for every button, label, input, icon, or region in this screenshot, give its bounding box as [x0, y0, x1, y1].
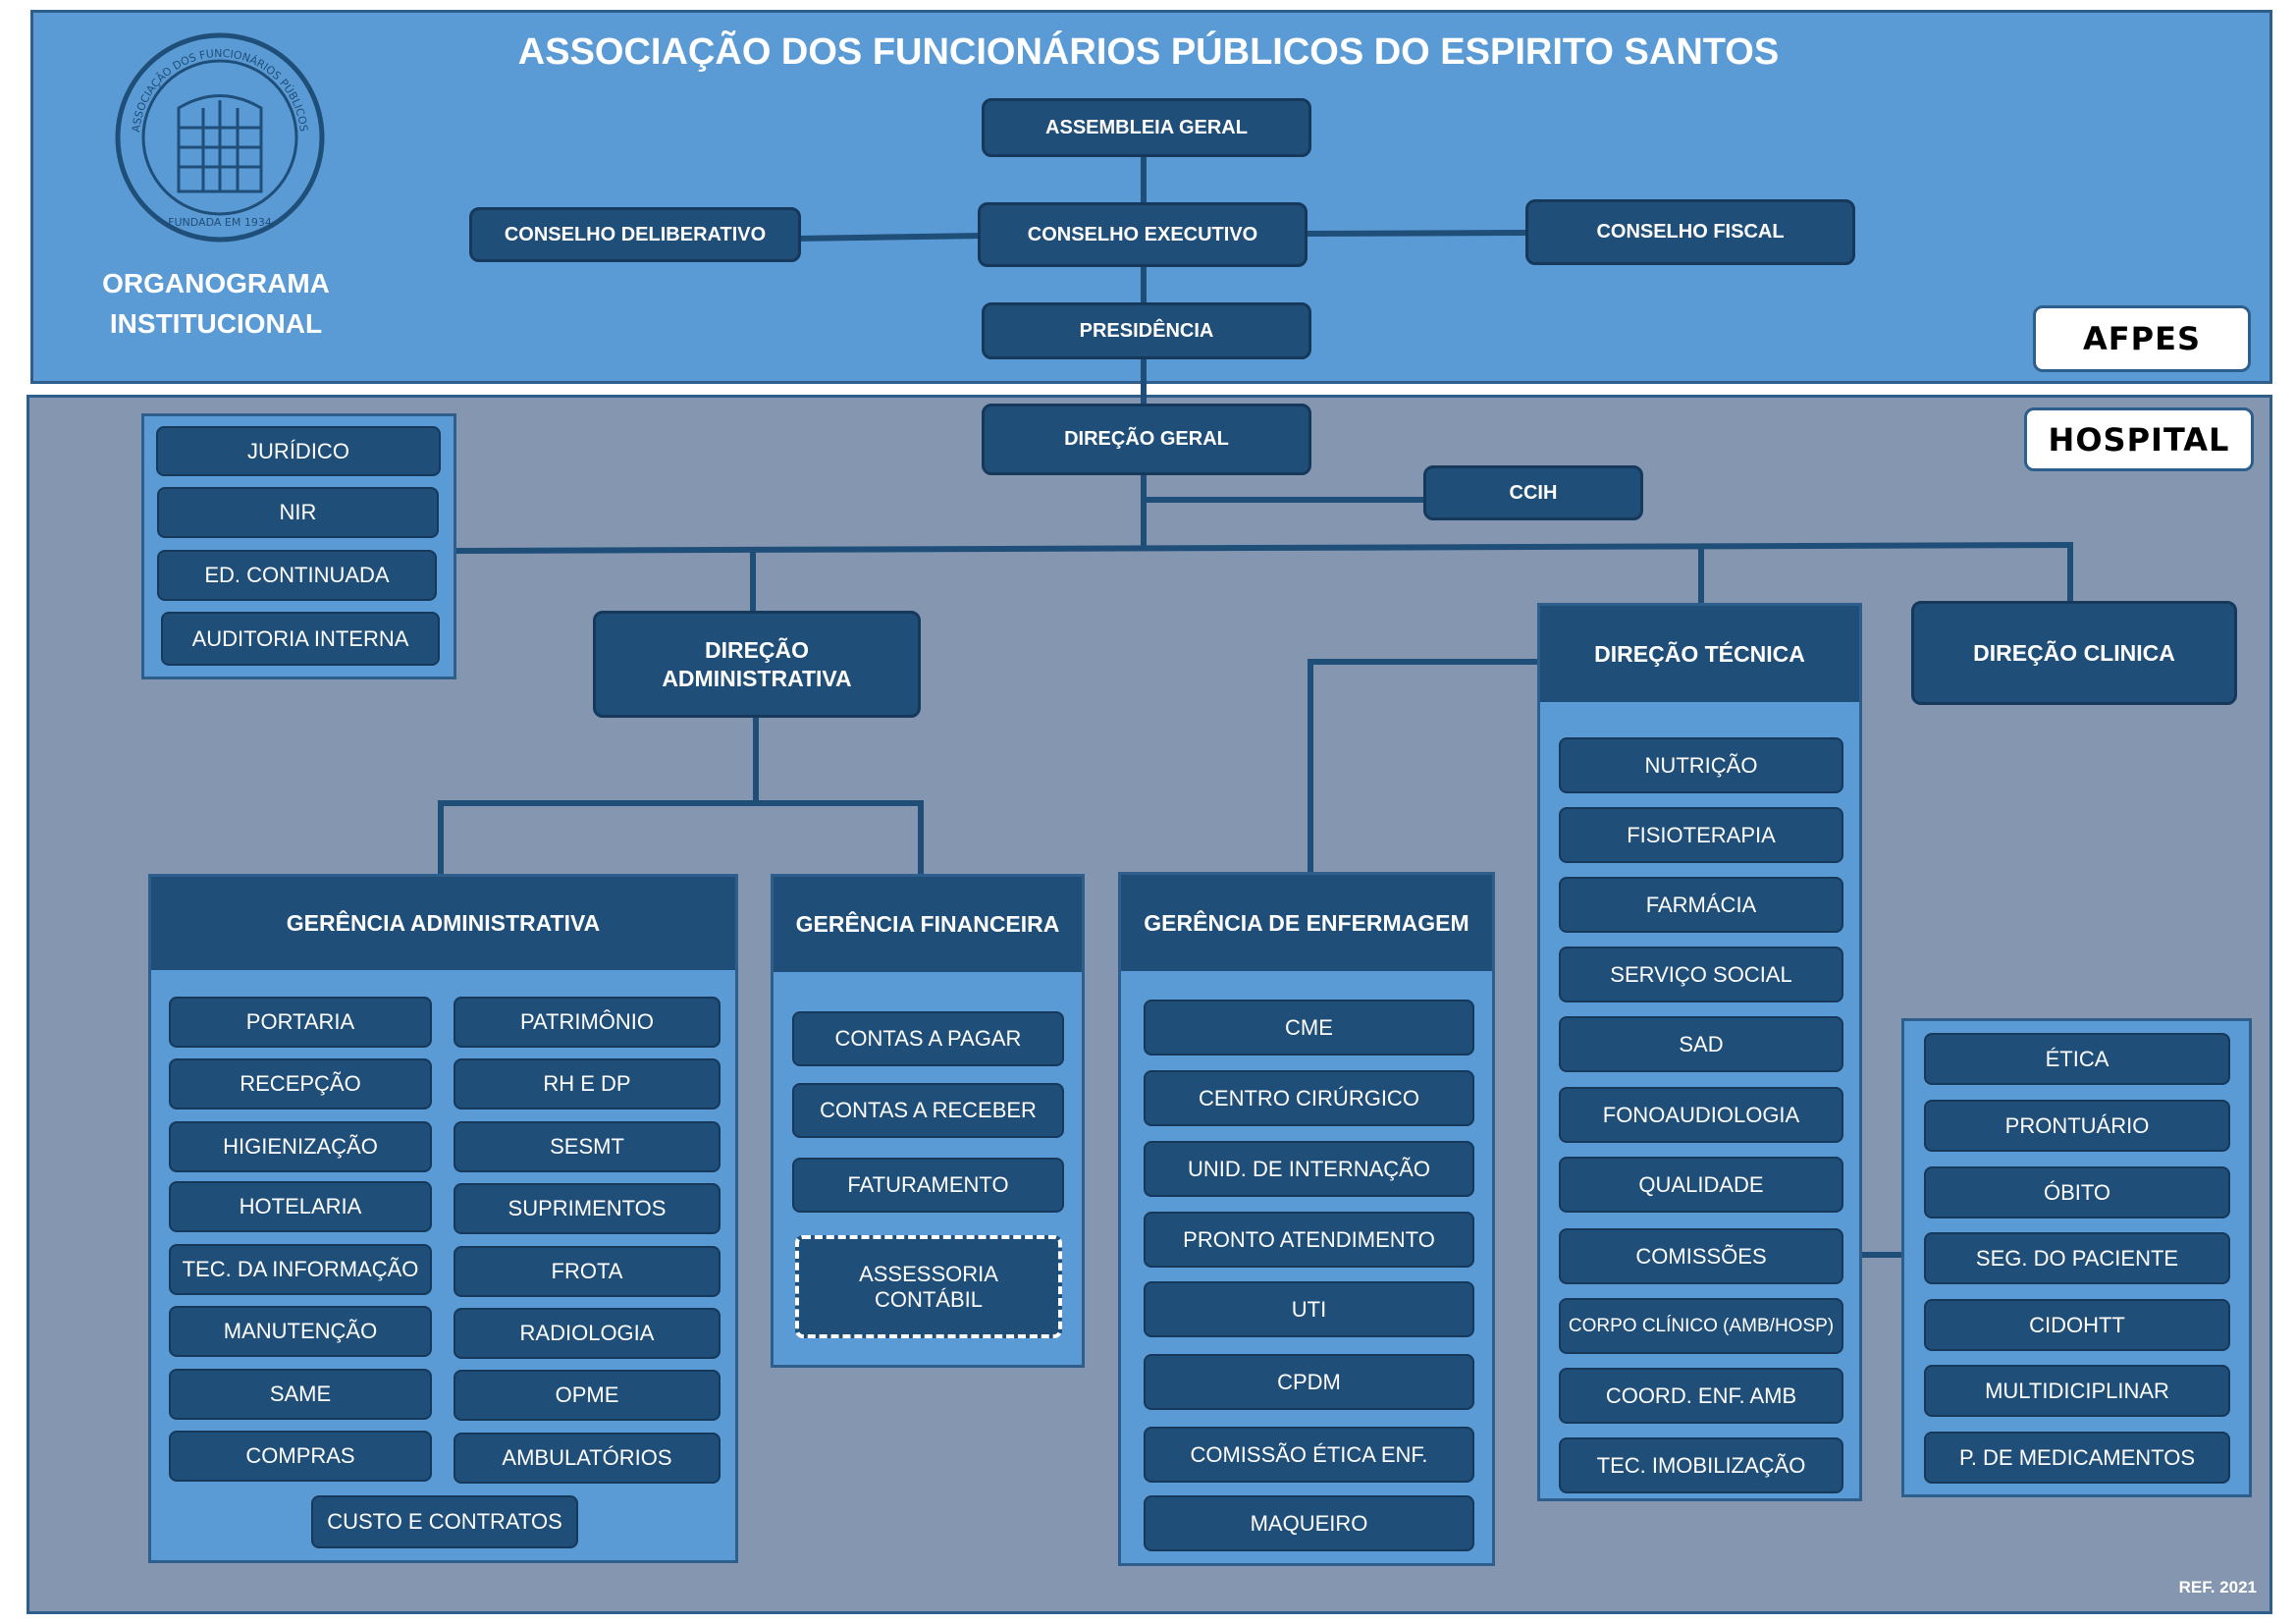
list-item: OPME	[454, 1370, 721, 1421]
list-item: RECEPÇÃO	[169, 1058, 432, 1110]
subtitle: ORGANOGRAMA INSTITUCIONAL	[59, 263, 373, 344]
list-item: FATURAMENTO	[792, 1158, 1064, 1213]
list-item: SAD	[1559, 1016, 1843, 1072]
staff-item: AUDITORIA INTERNA	[161, 612, 440, 666]
list-item: ÉTICA	[1924, 1033, 2230, 1085]
connector-line	[1302, 229, 1532, 238]
list-item: HIGIENIZAÇÃO	[169, 1121, 432, 1172]
list-item: FONOAUDIOLOGIA	[1559, 1087, 1843, 1143]
list-item: COMISSÃO ÉTICA ENF.	[1144, 1427, 1474, 1483]
staff-item: ED. CONTINUADA	[157, 550, 437, 601]
subtitle-line: ORGANOGRAMA	[102, 268, 330, 298]
list-item: SEG. DO PACIENTE	[1924, 1232, 2230, 1284]
presidencia-box: PRESIDÊNCIA	[982, 302, 1311, 359]
list-item: PATRIMÔNIO	[454, 997, 721, 1048]
direcao-tecnica-title: DIREÇÃO TÉCNICA	[1540, 606, 1859, 702]
staff-item: NIR	[157, 487, 439, 538]
conselho-executivo-box: CONSELHO EXECUTIVO	[978, 202, 1308, 267]
connector-line	[453, 541, 2074, 555]
gerencia-administrativa-group: GERÊNCIA ADMINISTRATIVA PORTARIA RECEPÇÃ…	[148, 874, 738, 1563]
conselho-deliberativo-box: CONSELHO DELIBERATIVO	[469, 207, 801, 262]
direcao-administrativa-line: ADMINISTRATIVA	[662, 665, 852, 691]
afpes-tag: AFPES	[2033, 305, 2251, 372]
list-item: SAME	[169, 1369, 432, 1420]
list-item: PORTARIA	[169, 997, 432, 1048]
list-item: P. DE MEDICAMENTOS	[1924, 1432, 2230, 1484]
list-item: TEC. DA INFORMAÇÃO	[169, 1244, 432, 1295]
assembleia-geral-box: ASSEMBLEIA GERAL	[982, 98, 1311, 157]
list-item: HOTELARIA	[169, 1181, 432, 1232]
list-item: UTI	[1144, 1281, 1474, 1337]
hospital-tag: HOSPITAL	[2024, 407, 2254, 471]
list-item: UNID. DE INTERNAÇÃO	[1144, 1141, 1474, 1197]
connector-line	[793, 232, 986, 243]
list-item: CME	[1144, 1000, 1474, 1056]
list-item: CENTRO CIRÚRGICO	[1144, 1070, 1474, 1126]
svg-text:ASSOCIAÇÃO DOS FUNCIONÁRIOS PÚ: ASSOCIAÇÃO DOS FUNCIONÁRIOS PÚBLICOS DO …	[110, 29, 310, 135]
conselho-fiscal-box: CONSELHO FISCAL	[1525, 199, 1855, 265]
list-item: MAQUEIRO	[1144, 1495, 1474, 1551]
comissoes-box: COMISSÕES	[1559, 1228, 1843, 1284]
list-item: MULTIDICIPLINAR	[1924, 1365, 2230, 1417]
list-item: PRONTO ATENDIMENTO	[1144, 1212, 1474, 1268]
list-item: RADIOLOGIA	[454, 1308, 721, 1359]
direcao-administrativa-box: DIREÇÃO ADMINISTRATIVA	[593, 611, 921, 718]
gerencia-financeira-title: GERÊNCIA FINANCEIRA	[774, 877, 1082, 972]
list-item: CUSTO E CONTRATOS	[311, 1495, 578, 1548]
list-item: PRONTUÁRIO	[1924, 1100, 2230, 1152]
gerencia-administrativa-title: GERÊNCIA ADMINISTRATIVA	[151, 877, 735, 970]
list-item: AMBULATÓRIOS	[454, 1433, 721, 1484]
direcao-administrativa-line: DIREÇÃO	[704, 636, 810, 663]
list-item: SESMT	[454, 1121, 721, 1172]
list-item: TEC. IMOBILIZAÇÃO	[1559, 1437, 1843, 1493]
list-item: CIDOHTT	[1924, 1299, 2230, 1351]
list-item: FISIOTERAPIA	[1559, 807, 1843, 863]
list-item: ÓBITO	[1924, 1166, 2230, 1218]
list-item: CONTAS A PAGAR	[792, 1011, 1064, 1066]
staff-item: JURÍDICO	[156, 426, 441, 476]
list-item: FARMÁCIA	[1559, 877, 1843, 933]
assessoria-line: CONTÁBIL	[874, 1286, 984, 1312]
gerencia-enfermagem-title: GERÊNCIA DE ENFERMAGEM	[1121, 875, 1492, 971]
subtitle-line: INSTITUCIONAL	[109, 308, 323, 339]
list-item: QUALIDADE	[1559, 1157, 1843, 1213]
ccih-box: CCIH	[1423, 465, 1643, 520]
list-item: CORPO CLÍNICO (AMB/HOSP)	[1559, 1298, 1843, 1354]
afpes-logo: ASSOCIAÇÃO DOS FUNCIONÁRIOS PÚBLICOS DO …	[110, 29, 325, 243]
gerencia-enfermagem-group: GERÊNCIA DE ENFERMAGEM CME CENTRO CIRÚRG…	[1118, 872, 1495, 1566]
list-item: COORD. ENF. AMB	[1559, 1368, 1843, 1424]
list-item: CPDM	[1144, 1354, 1474, 1410]
list-item: RH E DP	[454, 1058, 721, 1110]
svg-text:FUNDADA EM 1934: FUNDADA EM 1934	[168, 216, 272, 229]
staff-group: JURÍDICO NIR ED. CONTINUADA AUDITORIA IN…	[141, 413, 456, 679]
direcao-clinica-box: DIREÇÃO CLINICA	[1911, 601, 2237, 705]
comissoes-group: ÉTICA PRONTUÁRIO ÓBITO SEG. DO PACIENTE …	[1901, 1018, 2252, 1497]
direcao-tecnica-group: DIREÇÃO TÉCNICA NUTRIÇÃO FISIOTERAPIA FA…	[1537, 603, 1862, 1501]
list-item: SUPRIMENTOS	[454, 1183, 721, 1234]
list-item: FROTA	[454, 1246, 721, 1297]
assessoria-line: ASSESSORIA	[859, 1261, 998, 1286]
page-title: ASSOCIAÇÃO DOS FUNCIONÁRIOS PÚBLICOS DO …	[517, 31, 1780, 73]
assessoria-contabil-box: ASSESSORIA CONTÁBIL	[795, 1235, 1062, 1338]
gerencia-financeira-group: GERÊNCIA FINANCEIRA CONTAS A PAGAR CONTA…	[771, 874, 1085, 1368]
list-item: MANUTENÇÃO	[169, 1306, 432, 1357]
list-item: NUTRIÇÃO	[1559, 737, 1843, 793]
list-item: COMPRAS	[169, 1431, 432, 1482]
reference-label: REF. 2021	[2178, 1578, 2257, 1597]
list-item: CONTAS A RECEBER	[792, 1083, 1064, 1138]
direcao-geral-box: DIREÇÃO GERAL	[982, 404, 1311, 475]
list-item: SERVIÇO SOCIAL	[1559, 947, 1843, 1002]
